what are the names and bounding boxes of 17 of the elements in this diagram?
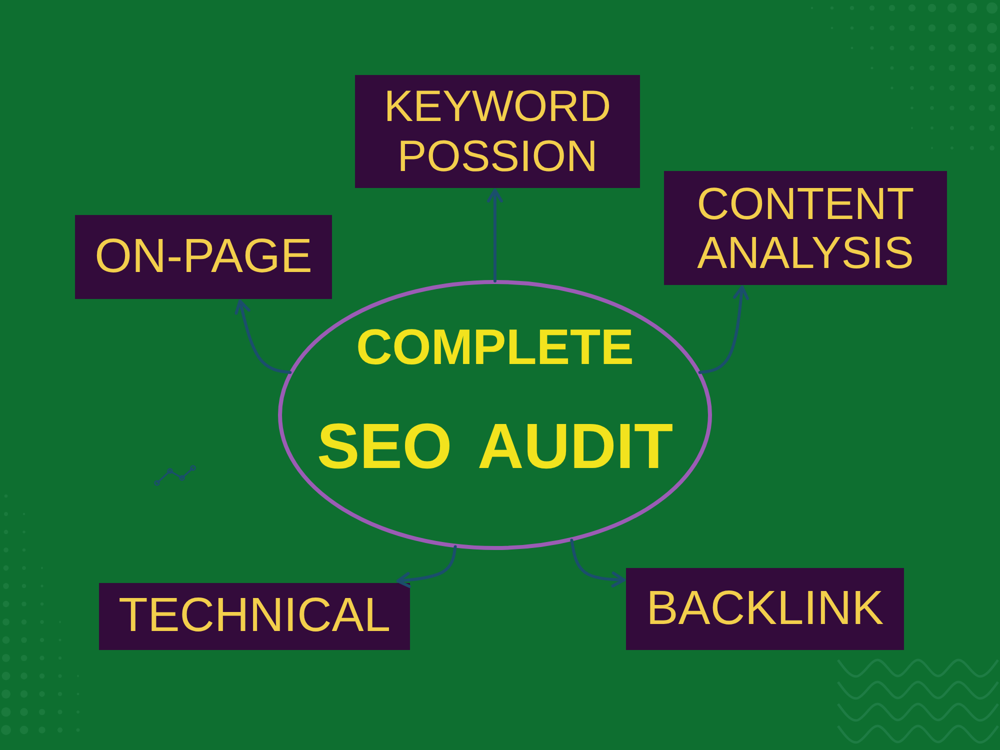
arrow bbox=[396, 545, 457, 588]
ellipse-title: SEO AUDIT bbox=[316, 414, 674, 478]
topic-label: TECHNICAL bbox=[118, 590, 391, 643]
topic-label: ON-PAGE bbox=[94, 230, 312, 284]
topic-box bbox=[355, 75, 640, 188]
topic-box bbox=[664, 171, 947, 285]
arrow bbox=[486, 188, 503, 282]
topic-box bbox=[99, 583, 410, 650]
topic-label: KEYWORD POSSION bbox=[382, 82, 612, 181]
topic-label: BACKLINK bbox=[646, 582, 884, 636]
topic-box bbox=[626, 568, 904, 650]
arrow bbox=[570, 538, 626, 588]
topic-label: CONTENT ANALYSIS bbox=[696, 178, 916, 278]
topic-box bbox=[75, 215, 332, 299]
arrow bbox=[234, 300, 292, 374]
ellipse-heading: COMPLETE bbox=[355, 322, 635, 372]
arrow bbox=[698, 286, 749, 374]
